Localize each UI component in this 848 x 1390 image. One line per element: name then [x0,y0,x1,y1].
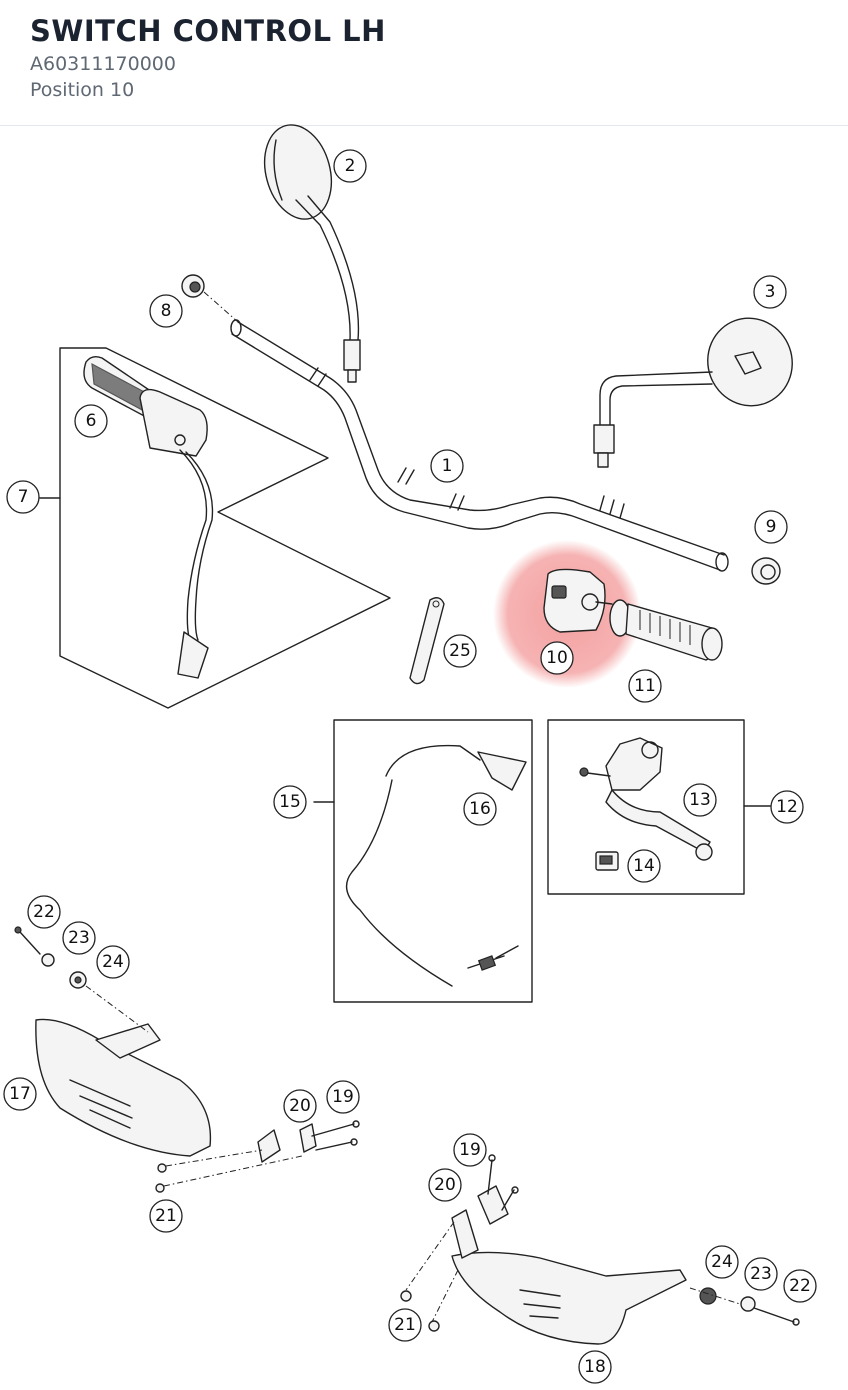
svg-text:18: 18 [584,1357,606,1377]
page-header: SWITCH CONTROL LH A60311170000 Position … [0,0,848,126]
svg-text:13: 13 [689,790,711,810]
callout-1[interactable]: 1 [430,449,464,483]
svg-text:16: 16 [469,799,491,819]
svg-text:15: 15 [279,792,301,812]
part-clutch-lever[interactable] [547,719,771,895]
callout-12[interactable]: 12 [770,790,804,824]
svg-text:3: 3 [765,282,776,302]
callout-18[interactable]: 18 [578,1350,612,1384]
svg-text:23: 23 [68,928,90,948]
callout-20-right[interactable]: 20 [428,1168,462,1202]
page-title: SWITCH CONTROL LH [30,14,386,48]
callout-19-right[interactable]: 19 [453,1133,487,1167]
svg-text:21: 21 [394,1315,416,1335]
callout-23-right[interactable]: 23 [744,1257,778,1291]
position-label: Position 10 [30,79,135,101]
callout-10[interactable]: 10 [540,641,574,675]
svg-text:1: 1 [442,456,453,476]
callout-22-left[interactable]: 22 [27,895,61,929]
callout-13[interactable]: 13 [683,783,717,817]
callout-11[interactable]: 11 [628,669,662,703]
callout-9[interactable]: 9 [754,510,788,544]
part-bar-end-nut-right[interactable] [751,557,781,585]
part-number: A60311170000 [30,53,176,75]
callout-24-right[interactable]: 24 [705,1245,739,1279]
svg-text:20: 20 [289,1096,311,1116]
svg-text:24: 24 [711,1252,733,1272]
svg-text:9: 9 [766,517,777,537]
svg-text:24: 24 [102,952,124,972]
callout-19-left[interactable]: 19 [326,1080,360,1114]
svg-text:22: 22 [33,902,55,922]
callout-20-left[interactable]: 20 [283,1089,317,1123]
callout-25[interactable]: 25 [443,634,477,668]
svg-text:21: 21 [155,1206,177,1226]
part-strap[interactable] [409,597,445,685]
svg-text:23: 23 [750,1264,772,1284]
callout-16[interactable]: 16 [463,792,497,826]
svg-text:25: 25 [449,641,471,661]
callout-6[interactable]: 6 [74,404,108,438]
svg-text:7: 7 [18,487,29,507]
callout-22-right[interactable]: 22 [783,1269,817,1303]
part-switch-control-lh[interactable] [543,568,613,633]
svg-text:19: 19 [459,1140,481,1160]
callout-23-left[interactable]: 23 [62,921,96,955]
svg-text:8: 8 [161,301,172,321]
callout-15[interactable]: 15 [273,785,307,819]
svg-text:2: 2 [345,156,356,176]
part-grip-right[interactable] [609,599,723,661]
part-handlebar[interactable] [230,319,729,572]
svg-text:19: 19 [332,1087,354,1107]
part-mirror-left[interactable] [255,117,361,383]
part-handguard-left[interactable] [14,926,360,1193]
part-mirror-right[interactable] [593,306,805,468]
part-handguard-right[interactable] [400,1154,800,1345]
callout-8[interactable]: 8 [149,294,183,328]
callout-17[interactable]: 17 [3,1077,37,1111]
part-kit-switch-left[interactable] [39,347,391,709]
svg-text:6: 6 [86,411,97,431]
svg-text:10: 10 [546,648,568,668]
svg-text:20: 20 [434,1175,456,1195]
callout-14[interactable]: 14 [627,849,661,883]
callout-21-left[interactable]: 21 [149,1199,183,1233]
svg-text:14: 14 [633,856,655,876]
callout-7[interactable]: 7 [6,480,40,514]
svg-text:17: 17 [9,1084,31,1104]
callout-24-left[interactable]: 24 [96,945,130,979]
callout-21-right[interactable]: 21 [388,1308,422,1342]
svg-text:12: 12 [776,797,798,817]
part-bar-end-nut-left[interactable] [181,274,239,323]
svg-text:22: 22 [789,1276,811,1296]
part-clutch-cable[interactable] [313,719,533,1003]
svg-text:11: 11 [634,676,656,696]
callout-3[interactable]: 3 [753,275,787,309]
callout-2[interactable]: 2 [333,149,367,183]
